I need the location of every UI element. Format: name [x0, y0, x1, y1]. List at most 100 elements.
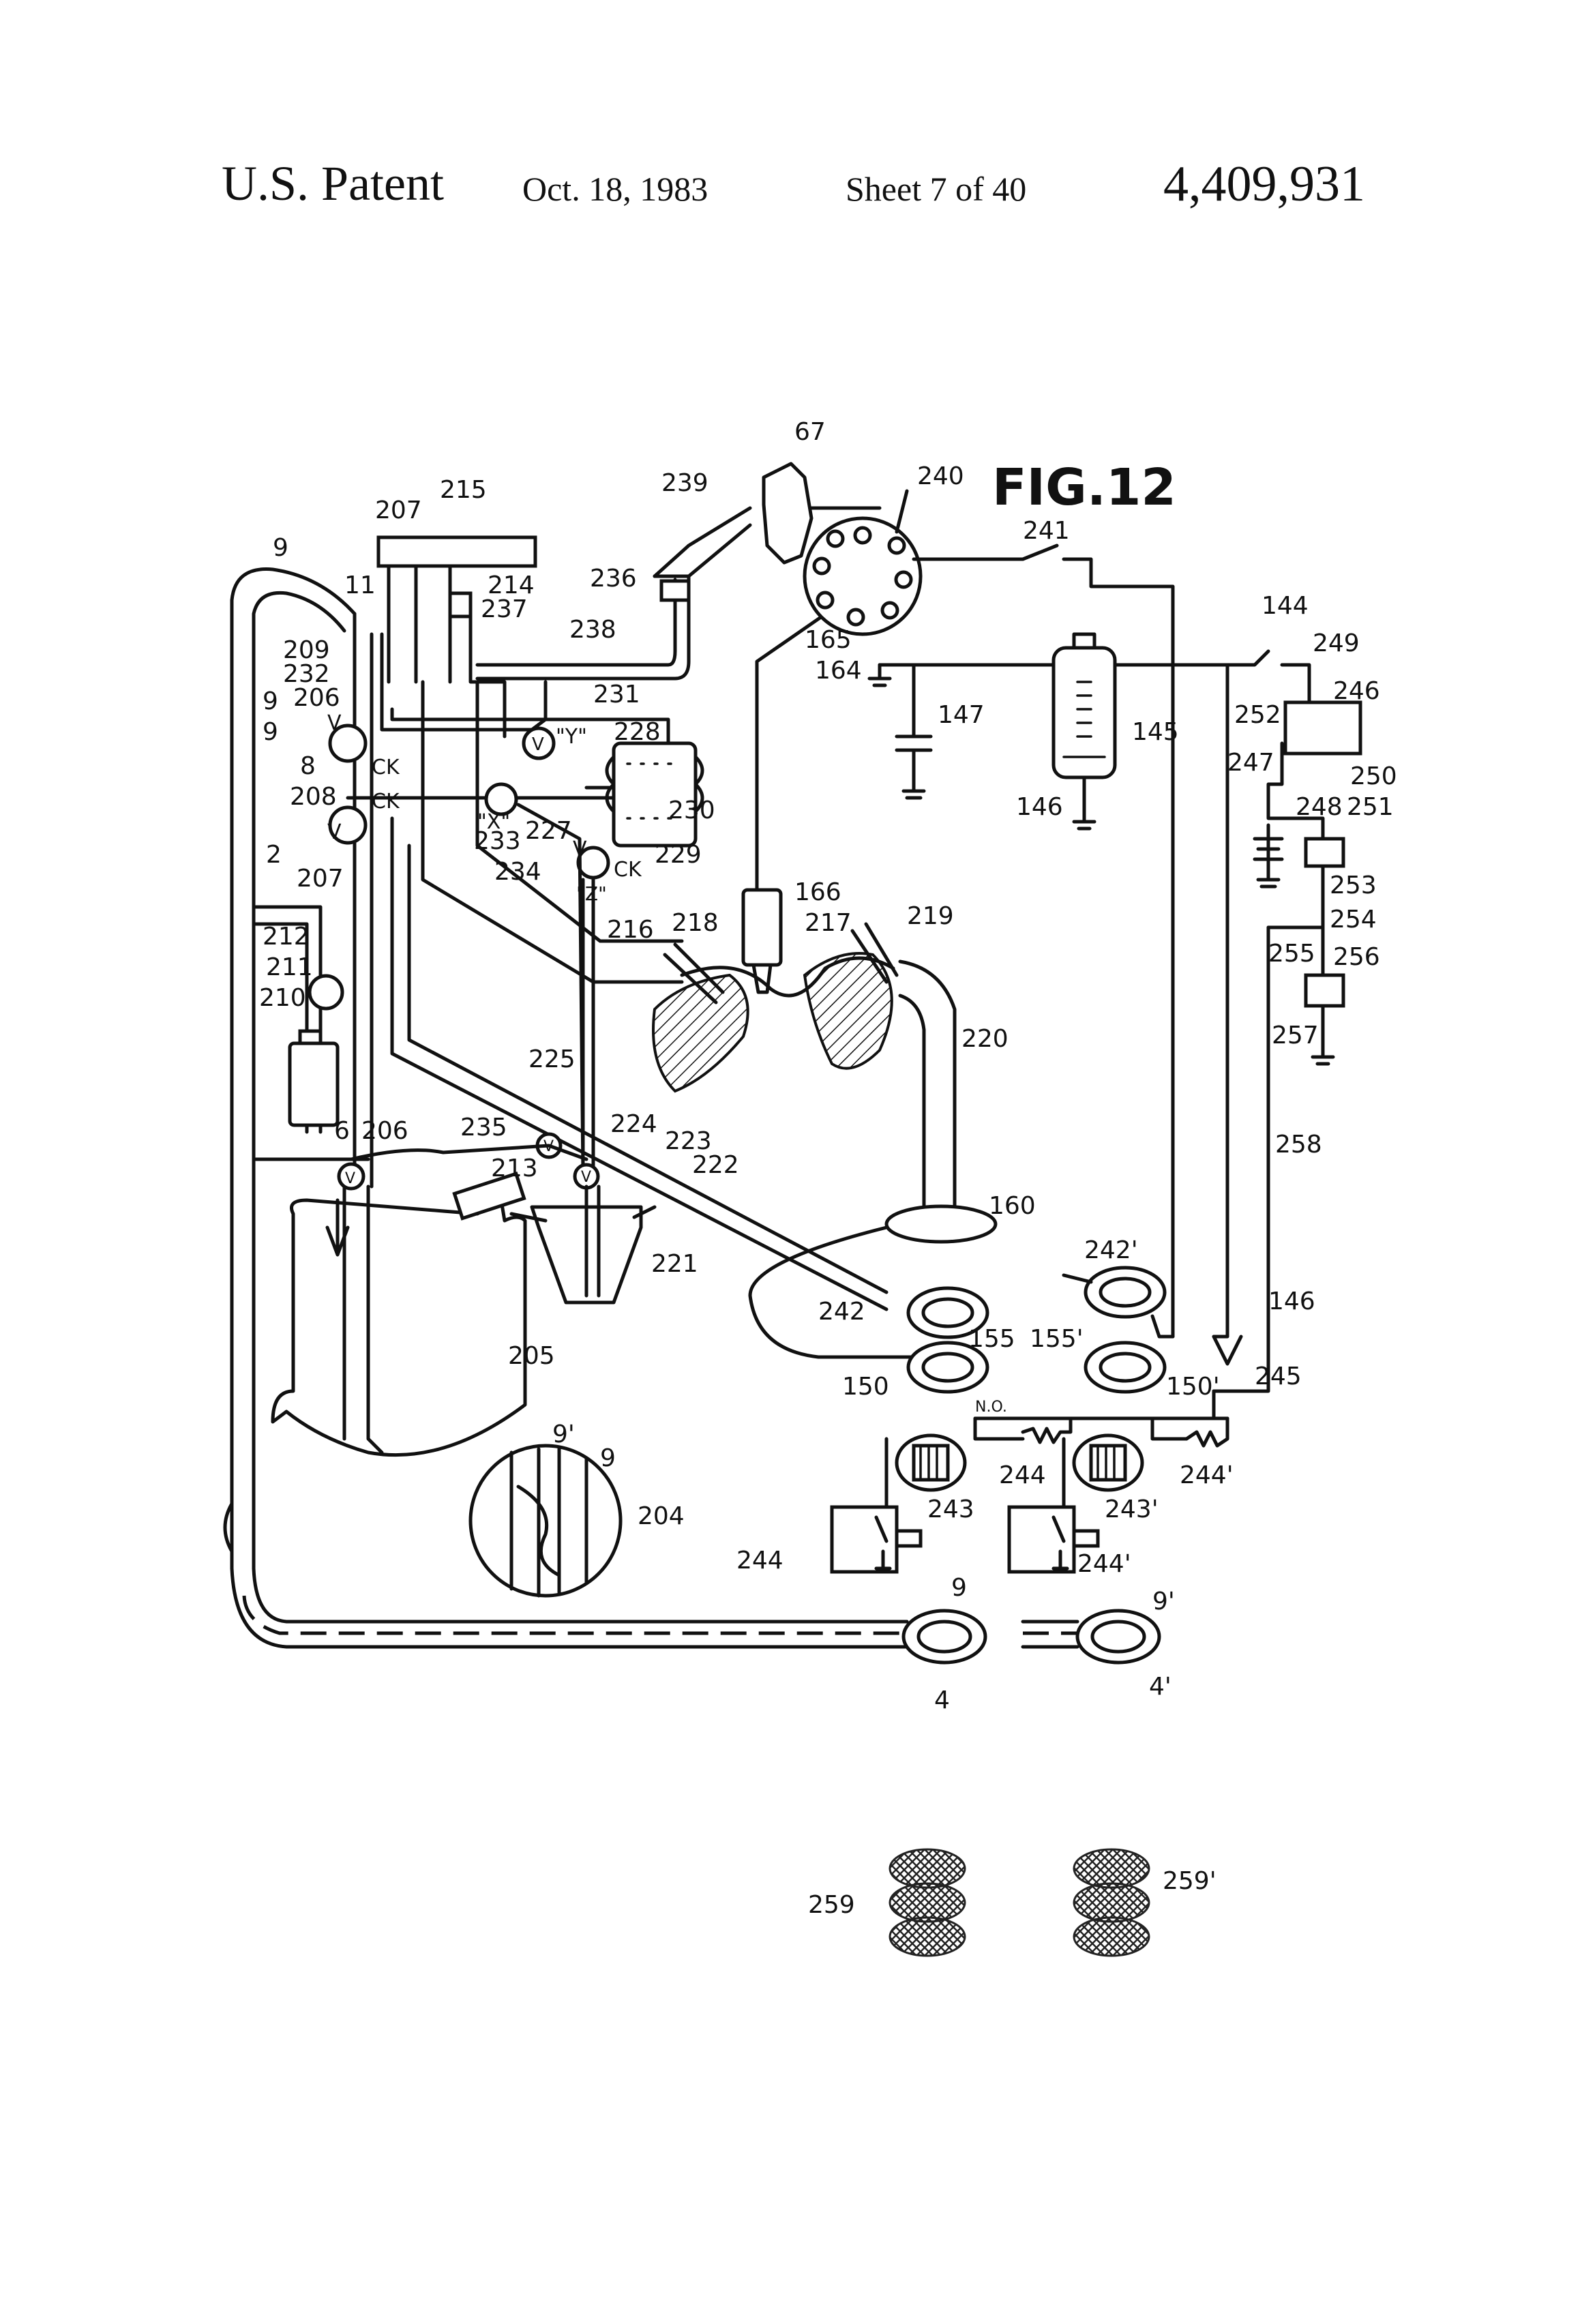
callout-252: 252: [1234, 701, 1281, 729]
screen-stacks: [890, 1849, 1149, 1956]
callout-146: 146: [1016, 793, 1063, 821]
callout-244p-b: 244': [1077, 1550, 1131, 1578]
callout-9p: 9': [552, 1420, 575, 1448]
callout-229: 229: [655, 841, 702, 869]
valve-label-ck1: CK: [372, 756, 400, 779]
callout-150p: 150': [1166, 1373, 1220, 1401]
valve-label-ck2: CK: [372, 790, 400, 814]
ring-242-inner: [923, 1299, 972, 1326]
screen-259p-c: [1074, 1918, 1149, 1956]
callout-4p: 4': [1149, 1673, 1171, 1701]
flange-160: [886, 1206, 996, 1242]
callout-234: 234: [494, 858, 541, 886]
valve-label-v2: V: [327, 820, 342, 844]
callout-230: 230: [668, 796, 715, 824]
pump-210: [310, 976, 342, 1009]
callout-210: 210: [259, 984, 306, 1012]
callout-236: 236: [590, 565, 637, 593]
valve-label-x: "X": [477, 810, 510, 834]
outlet-207-top: [389, 566, 450, 682]
wire-252: [1268, 743, 1323, 839]
callout-206: 206: [293, 684, 340, 712]
callout-6: 6: [334, 1117, 350, 1145]
callout-8: 8: [300, 752, 316, 780]
callout-164: 164: [815, 657, 862, 685]
ground-164: [869, 665, 890, 685]
callout-231: 231: [593, 681, 640, 709]
coil-243-core: [914, 1446, 948, 1480]
callout-206-b: 206: [361, 1117, 408, 1145]
callout-244-b: 244: [736, 1547, 783, 1575]
callout-144: 144: [1262, 592, 1309, 620]
line-z: [583, 880, 593, 1173]
wire-258: [1214, 927, 1268, 1391]
callout-no: N.O.: [975, 1399, 1007, 1416]
callout-9: 9: [273, 534, 288, 562]
valve-label-y: "Y": [556, 725, 587, 749]
line-239: [655, 508, 750, 576]
callout-219: 219: [907, 902, 954, 930]
callout-160: 160: [989, 1192, 1036, 1220]
dashed-line-wire: [244, 1596, 907, 1633]
callout-254: 254: [1330, 906, 1377, 934]
battery-246: [1285, 702, 1360, 754]
part-67: [764, 464, 811, 563]
callout-221: 221: [651, 1250, 698, 1278]
spark-plug-166: [743, 890, 781, 965]
callout-217: 217: [805, 909, 852, 937]
callout-205: 205: [508, 1342, 555, 1370]
callout-11: 11: [344, 571, 376, 599]
callout-243: 243: [927, 1495, 974, 1523]
callout-207: 207: [375, 496, 422, 524]
callout-247: 247: [1227, 749, 1274, 777]
battery-247: [1255, 825, 1282, 887]
box-244p-stub: [1074, 1531, 1098, 1546]
screen-259-a: [890, 1849, 965, 1888]
callout-251: 251: [1347, 793, 1394, 821]
callout-244: 244: [999, 1461, 1046, 1489]
ring-4-inner: [919, 1622, 970, 1652]
callout-9-b: 9: [263, 687, 278, 715]
canister-cap: [300, 1031, 320, 1043]
callout-213: 213: [491, 1154, 538, 1182]
callout-259: 259: [808, 1891, 855, 1919]
callout-238: 238: [569, 616, 616, 644]
box-244-stub: [897, 1531, 921, 1546]
callout-204: 204: [638, 1502, 685, 1530]
valve-label-z: "Z": [576, 882, 607, 905]
callout-222: 222: [692, 1151, 739, 1179]
unit-228: [614, 743, 696, 846]
callout-166: 166: [794, 878, 841, 906]
valve-label-ck3: CK: [614, 858, 642, 882]
callout-225: 225: [528, 1045, 576, 1073]
callout-207-b: 207: [297, 865, 344, 893]
valve-label-v5: V: [345, 1170, 355, 1187]
valve-label-v7: V: [581, 1169, 591, 1186]
valve-label-v3: V: [532, 734, 544, 755]
tank-205: [273, 1200, 525, 1455]
wire-244p: [1152, 1418, 1227, 1446]
callout-9-d: 9: [600, 1444, 616, 1472]
callout-242: 242: [818, 1298, 865, 1326]
ring-150p-inner: [1101, 1354, 1150, 1381]
callout-9-c: 9: [263, 718, 278, 746]
tank-inner-pipes: [344, 1187, 382, 1452]
callout-259p: 259': [1163, 1867, 1217, 1895]
callout-239: 239: [661, 469, 708, 497]
callout-4: 4: [934, 1686, 950, 1714]
callout-256: 256: [1333, 943, 1380, 971]
screen-259p-b: [1074, 1883, 1149, 1922]
callout-9p-b: 9': [1152, 1588, 1175, 1615]
relay-256: [1306, 975, 1343, 1006]
line-206: [355, 614, 372, 1187]
callout-257: 257: [1272, 1022, 1319, 1049]
callout-245: 245: [1255, 1362, 1302, 1390]
engine-block-hatch-left: [653, 975, 748, 1091]
fitting-236: [661, 581, 689, 600]
callout-150: 150: [842, 1373, 889, 1401]
callout-155p: 155': [1030, 1325, 1084, 1353]
ring-242p-inner: [1101, 1279, 1150, 1306]
callout-250: 250: [1350, 762, 1397, 790]
callout-220: 220: [961, 1025, 1009, 1053]
